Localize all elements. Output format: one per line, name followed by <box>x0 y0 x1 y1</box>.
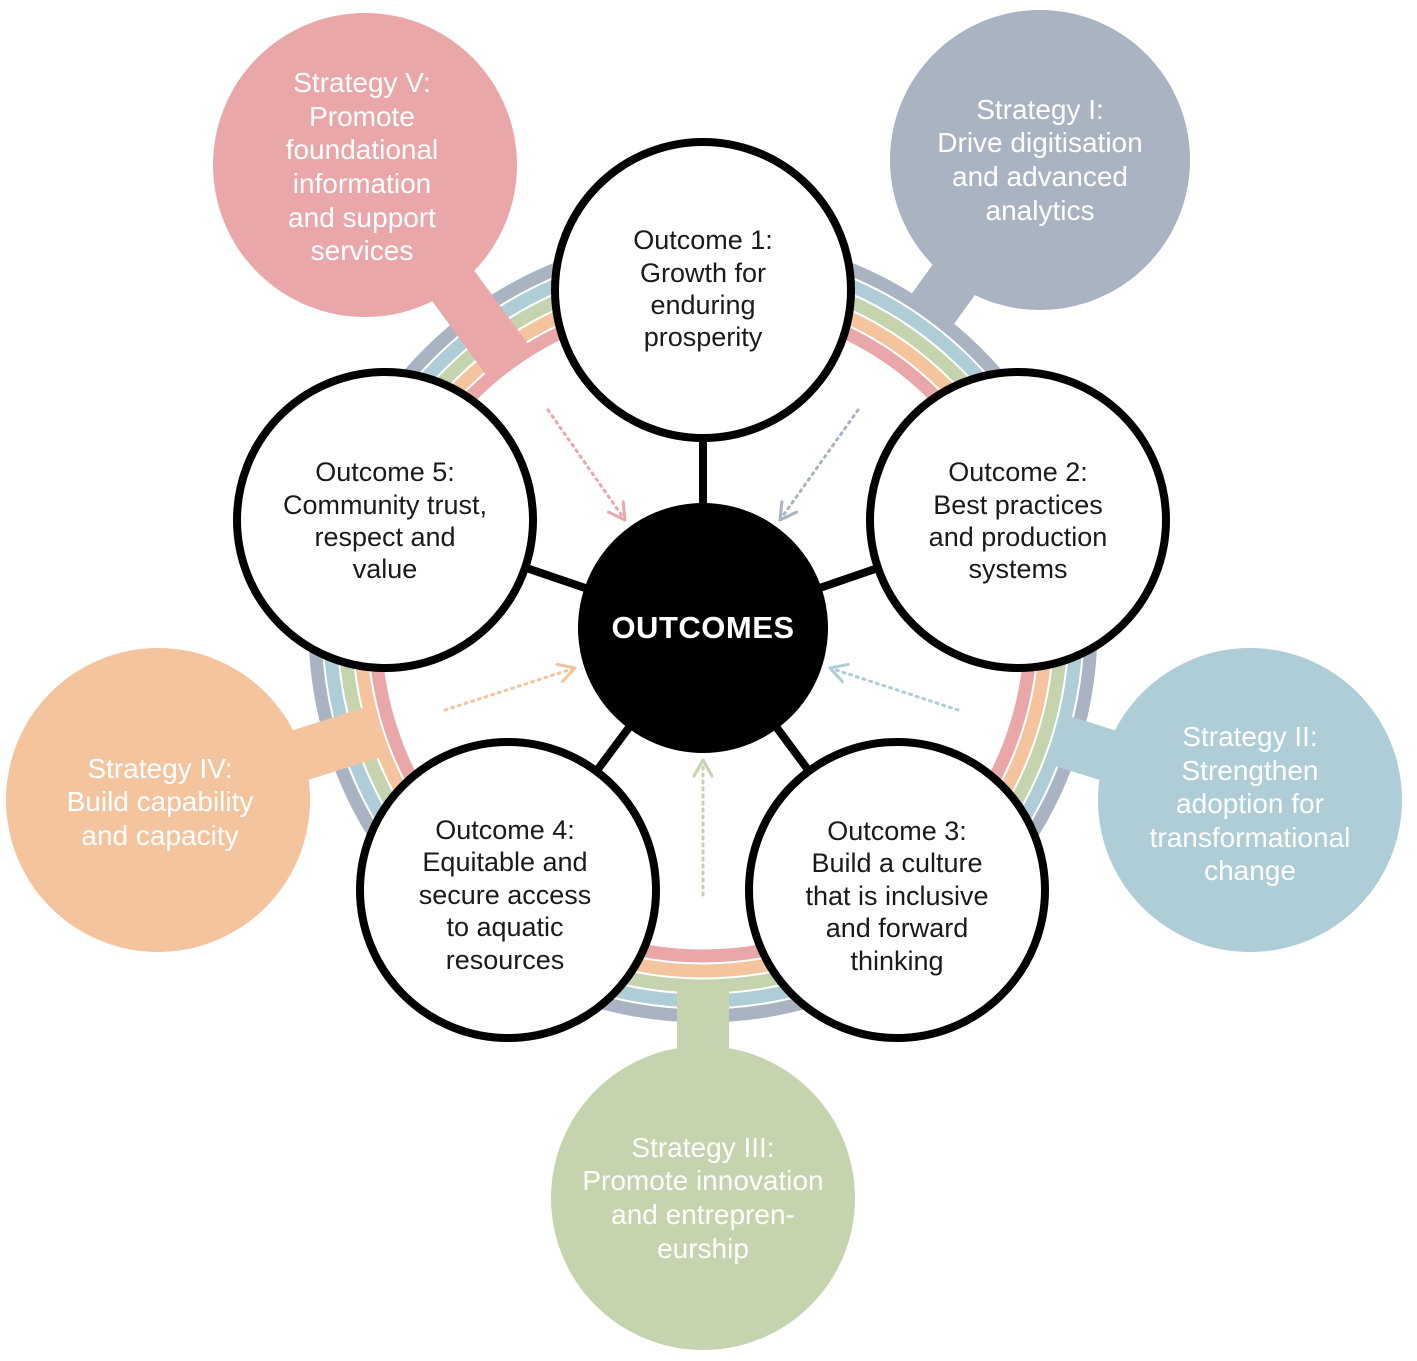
outcome-3-line: Build a culture <box>811 848 983 879</box>
outcome-5-line: value <box>352 554 418 585</box>
dotted-arrow-line-II <box>828 666 960 712</box>
strategy-5-line: Strategy V: <box>293 67 431 99</box>
outcome-5-line: Community trust, <box>282 489 488 520</box>
dotted-arrow-head-IV <box>555 662 577 683</box>
outcome-3-label: Outcome 3: Build a culture that is inclu… <box>772 776 1022 1016</box>
outcome-5-line: respect and <box>314 522 456 552</box>
strategy-2-line: transformational <box>1149 821 1351 853</box>
outcome-4-line: resources <box>445 944 565 975</box>
outcome-2-line: Outcome 2: <box>948 457 1088 488</box>
outcome-4-label: Outcome 4: Equitable and secure access t… <box>380 775 630 1015</box>
strategy-4-label: Strategy IV: Build capability and capaci… <box>30 677 290 927</box>
strategy-5-line: and support <box>288 201 436 233</box>
outcome-circle-2 <box>866 368 1170 672</box>
outcome-2-line: and production <box>928 522 1108 552</box>
strategy-5-label: Strategy V: Promote foundational informa… <box>232 42 492 292</box>
strategy-2-label: Strategy II: Strengthen adoption for tra… <box>1120 679 1380 929</box>
strategy-3-line: Strategy III: <box>631 1131 775 1163</box>
strategy-1-line: analytics <box>985 194 1095 226</box>
dotted-arrow-head-II <box>828 662 850 684</box>
dotted-arrow-line-I <box>778 408 860 522</box>
outcome-3-line: and forward <box>825 913 969 944</box>
strategy-5-line: services <box>310 235 414 267</box>
strategy-4-line: Build capability <box>66 786 254 818</box>
strategy-4-line: Strategy IV: <box>87 752 233 784</box>
strategy-circles <box>6 10 1402 1350</box>
strategy-5-line: foundational <box>285 134 439 166</box>
dotted-arrow-head-III <box>692 758 714 778</box>
outcome-2-line: systems <box>968 554 1068 585</box>
strategy-4-line: and capacity <box>81 819 239 851</box>
strategy-3-line: Promote innovation <box>582 1165 824 1197</box>
strategy-circle-I <box>890 10 1190 310</box>
strategy-2-line: Strategy II: <box>1182 721 1318 753</box>
outcome-4-line: Equitable and <box>422 847 588 878</box>
strategy-2-line: Strengthen <box>1181 754 1319 786</box>
dotted-arrow-line-V <box>546 408 627 522</box>
dotted-arrow-head-V <box>606 500 627 522</box>
strategy-circle-IV <box>6 648 310 952</box>
outcome-4-line: Outcome 4: <box>435 815 575 846</box>
center-label: OUTCOMES <box>583 588 823 668</box>
outcome-circle-5 <box>233 368 537 672</box>
strategy-1-line: Strategy I: <box>976 93 1104 125</box>
outcome-3-line: Outcome 3: <box>827 816 967 847</box>
strategy-1-line: Drive digitisation <box>937 127 1143 159</box>
outcome-1-line: Outcome 1: <box>633 225 773 256</box>
strategy-2-line: adoption for <box>1176 788 1324 820</box>
strategy-5-line: information <box>292 168 432 199</box>
center-label-text: OUTCOMES <box>611 610 795 646</box>
outcome-2-label: Outcome 2: Best practices and production… <box>893 401 1143 641</box>
outcome-1-line: enduring <box>650 290 756 320</box>
strategy-circle-III <box>551 1046 855 1350</box>
outcome-1-line: Growth for <box>639 257 767 288</box>
strategy-2-line: change <box>1204 855 1296 887</box>
dotted-arrow-line-IV <box>443 666 577 712</box>
outcome-4-line: to aquatic <box>446 912 564 943</box>
strategy-3-label: Strategy III: Promote innovation and ent… <box>573 1073 833 1323</box>
outcome-3-line: thinking <box>850 945 944 976</box>
strategy-3-line: eurship <box>657 1232 749 1264</box>
strategy-1-label: Strategy I: Drive digitisation and advan… <box>910 35 1170 285</box>
outcome-circles <box>233 138 1170 1042</box>
strategy-circle-II <box>1098 648 1402 952</box>
strategy-circle-V <box>213 13 517 317</box>
outcome-4-line: secure access <box>418 879 592 910</box>
center-circle <box>578 503 828 753</box>
outcome-3-line: that is inclusive <box>805 880 989 911</box>
outcome-5-label: Outcome 5: Community trust, respect and … <box>260 401 510 641</box>
outcome-2-line: Best practices <box>933 489 1103 520</box>
outcome-circle-3 <box>745 738 1049 1042</box>
strategy-3-line: and entrepren- <box>611 1199 795 1230</box>
dotted-arrow-head-I <box>778 500 799 522</box>
outcome-circle-4 <box>356 738 660 1042</box>
outcome-circle-1 <box>551 138 855 442</box>
strategy-1-line: and advanced <box>952 161 1128 192</box>
dotted-arrows <box>443 408 960 897</box>
outcome-1-line: prosperity <box>643 322 763 353</box>
outcome-1-label: Outcome 1: Growth for enduring prosperit… <box>578 169 828 409</box>
outcome-5-line: Outcome 5: <box>315 457 455 488</box>
strategy-5-line: Promote <box>309 100 415 132</box>
